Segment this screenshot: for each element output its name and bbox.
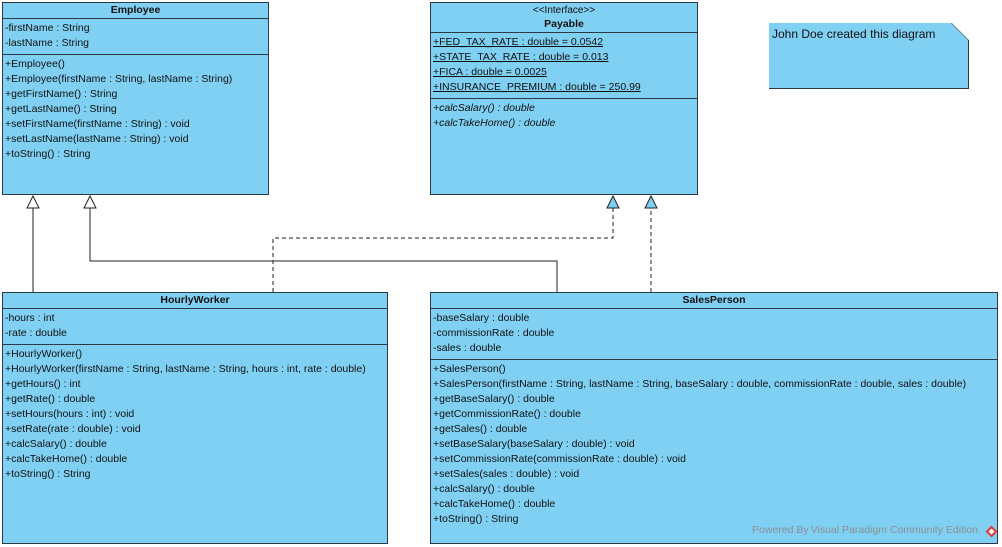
attribute: -commissionRate : double bbox=[433, 327, 555, 339]
operation: +SalesPerson(firstName : String, lastNam… bbox=[433, 378, 967, 390]
operation: +calcTakeHome() : double bbox=[5, 453, 128, 465]
operations-compartment: +HourlyWorker() +HourlyWorker(firstName … bbox=[3, 344, 387, 485]
operations-compartment: +calcSalary() : double +calcTakeHome() :… bbox=[431, 98, 697, 134]
attribute: -lastName : String bbox=[5, 37, 90, 49]
operations-compartment: +SalesPerson() +SalesPerson(firstName : … bbox=[431, 359, 997, 530]
operation: +Employee(firstName : String, lastName :… bbox=[5, 73, 233, 85]
class-name: SalesPerson bbox=[682, 294, 746, 306]
realization-arrowhead-icon bbox=[606, 194, 620, 209]
abstract-operation: +calcTakeHome() : double bbox=[433, 117, 556, 129]
operation: +getRate() : double bbox=[5, 393, 96, 405]
attribute: -rate : double bbox=[5, 327, 67, 339]
static-attribute: +FED_TAX_RATE : double = 0.0542 bbox=[433, 36, 604, 48]
operation: +setHours(hours : int) : void bbox=[5, 408, 135, 420]
note-text: John Doe created this diagram bbox=[772, 27, 936, 41]
attribute: -sales : double bbox=[433, 342, 502, 354]
stereotype-label: <<Interface>> bbox=[532, 5, 596, 16]
operation: +HourlyWorker() bbox=[5, 348, 83, 360]
class-employee[interactable]: Employee -firstName : String -lastName :… bbox=[2, 2, 269, 195]
realization-line-hourlyworker-payable bbox=[272, 208, 614, 292]
operation: +getHours() : int bbox=[5, 378, 81, 390]
static-attribute: +STATE_TAX_RATE : double = 0.013 bbox=[433, 51, 609, 63]
operation: +getLastName() : String bbox=[5, 103, 117, 115]
generalization-arrowhead-icon bbox=[26, 194, 40, 209]
generalization-line-salesperson-employee bbox=[89, 208, 558, 292]
visual-paradigm-logo-icon bbox=[985, 525, 998, 538]
operation: +setSales(sales : double) : void bbox=[433, 468, 580, 480]
operations-compartment: +Employee() +Employee(firstName : String… bbox=[3, 54, 268, 165]
operation: +setRate(rate : double) : void bbox=[5, 423, 141, 435]
diagram-note[interactable]: John Doe created this diagram bbox=[769, 23, 968, 88]
operation: +setBaseSalary(baseSalary : double) : vo… bbox=[433, 438, 635, 450]
operation: +toString() : String bbox=[5, 148, 91, 160]
operation: +getFirstName() : String bbox=[5, 88, 118, 100]
abstract-operation: +calcSalary() : double bbox=[433, 102, 535, 114]
operation: +getSales() : double bbox=[433, 423, 528, 435]
attribute: -hours : int bbox=[5, 312, 55, 324]
operation: +setFirstName(firstName : String) : void bbox=[5, 118, 190, 130]
operation: +setCommissionRate(commissionRate : doub… bbox=[433, 453, 686, 465]
class-name: HourlyWorker bbox=[160, 294, 230, 306]
operation: +toString() : String bbox=[5, 468, 91, 480]
attributes-compartment: -hours : int -rate : double bbox=[3, 308, 387, 344]
class-name: Employee bbox=[110, 4, 161, 16]
realization-arrowhead-icon bbox=[644, 194, 658, 209]
interface-payable[interactable]: <<Interface>> Payable +FED_TAX_RATE : do… bbox=[430, 2, 698, 195]
operation: +setLastName(lastName : String) : void bbox=[5, 133, 189, 145]
class-salesperson[interactable]: SalesPerson -baseSalary : double -commis… bbox=[430, 292, 998, 544]
operation: +getBaseSalary() : double bbox=[433, 393, 555, 405]
generalization-arrowhead-icon bbox=[83, 194, 97, 209]
operation: +getCommissionRate() : double bbox=[433, 408, 581, 420]
class-name: Payable bbox=[544, 18, 584, 30]
operation: +HourlyWorker(firstName : String, lastNa… bbox=[5, 363, 366, 375]
operation: +calcTakeHome() : double bbox=[433, 498, 556, 510]
attributes-compartment: +FED_TAX_RATE : double = 0.0542 +STATE_T… bbox=[431, 32, 697, 98]
operation: +Employee() bbox=[5, 58, 65, 70]
attributes-compartment: -baseSalary : double -commissionRate : d… bbox=[431, 308, 997, 359]
attributes-compartment: -firstName : String -lastName : String bbox=[3, 18, 268, 54]
static-attribute: +INSURANCE_PREMIUM : double = 250.99 bbox=[433, 81, 641, 93]
watermark-text: Powered By Visual Paradigm Community Edi… bbox=[751, 524, 978, 536]
operation: +calcSalary() : double bbox=[5, 438, 107, 450]
class-hourlyworker[interactable]: HourlyWorker -hours : int -rate : double… bbox=[2, 292, 388, 544]
static-attribute: +FICA : double = 0.0025 bbox=[433, 66, 547, 78]
attribute: -baseSalary : double bbox=[433, 312, 530, 324]
operation: +toString() : String bbox=[433, 513, 519, 525]
operation: +calcSalary() : double bbox=[433, 483, 535, 495]
attribute: -firstName : String bbox=[5, 22, 90, 34]
operation: +SalesPerson() bbox=[433, 363, 506, 375]
